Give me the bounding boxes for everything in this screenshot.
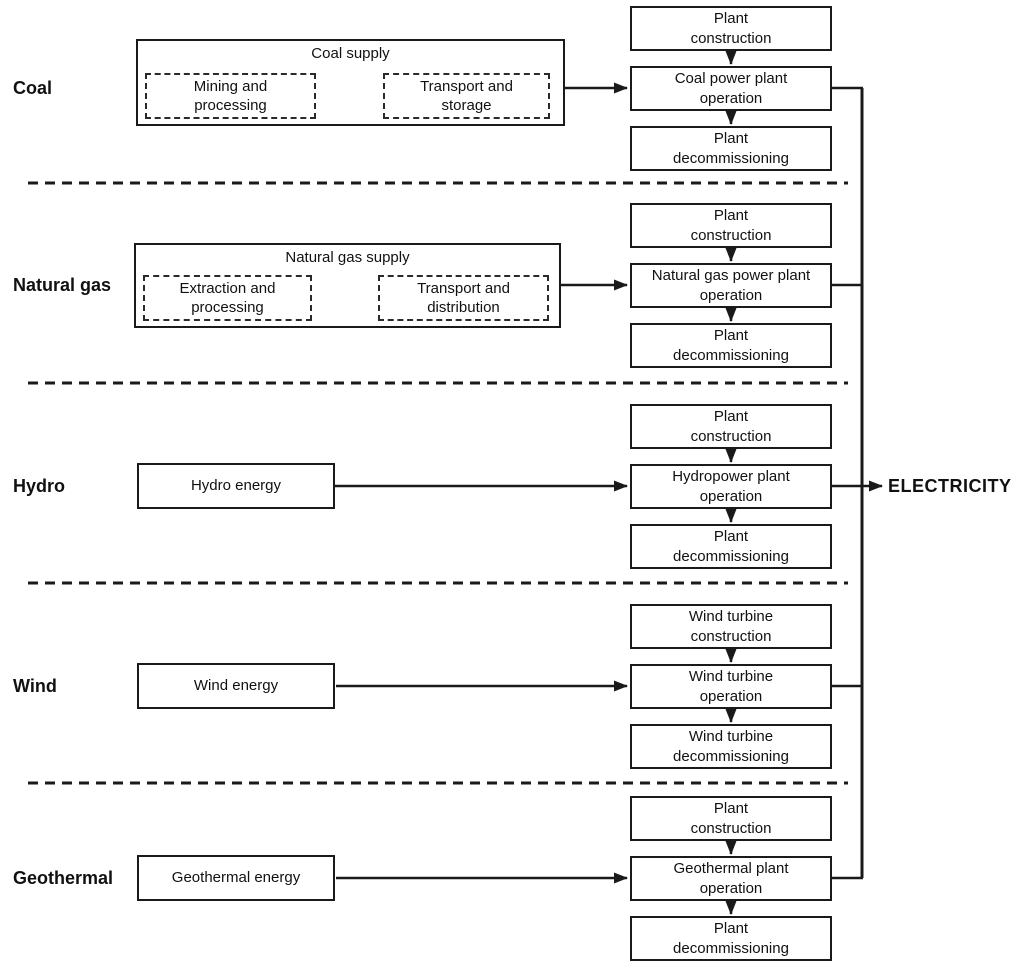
transport-storage-box: Transport and storage [383, 73, 550, 119]
geothermal-plant-construction-box: Plant construction [630, 796, 832, 841]
wind-energy-box: Wind energy [137, 663, 335, 709]
wind-turbine-decommissioning-box: Wind turbine decommissioning [630, 724, 832, 769]
hydro-plant-construction-box: Plant construction [630, 404, 832, 449]
coal-plant-construction-box: Plant construction [630, 6, 832, 51]
hydro-plant-operation-box: Hydropower plant operation [630, 464, 832, 509]
row-separator-lines [28, 181, 848, 785]
coal-plant-operation-box: Coal power plant operation [630, 66, 832, 111]
hydro-energy-box: Hydro energy [137, 463, 335, 509]
natural-gas-supply-group: Natural gas supply Extraction and proces… [134, 243, 561, 328]
extraction-processing-box: Extraction and processing [143, 275, 312, 321]
geothermal-plant-decommissioning-box: Plant decommissioning [630, 916, 832, 961]
hydro-plant-decommissioning-box: Plant decommissioning [630, 524, 832, 569]
row-label-hydro: Hydro [13, 476, 66, 496]
wind-turbine-operation-box: Wind turbine operation [630, 664, 832, 709]
geothermal-energy-box: Geothermal energy [137, 855, 335, 901]
transport-distribution-box: Transport and distribution [378, 275, 549, 321]
row-label-geothermal: Geothermal [13, 868, 114, 888]
connector-lines [28, 51, 883, 915]
gas-plant-decommissioning-box: Plant decommissioning [630, 323, 832, 368]
gas-plant-operation-box: Natural gas power plant operation [630, 263, 832, 308]
natural-gas-supply-title: Natural gas supply [285, 249, 410, 266]
coal-plant-decommissioning-box: Plant decommissioning [630, 126, 832, 171]
coal-supply-group: Coal supply Mining and processing Transp… [136, 39, 565, 126]
row-label-wind: Wind [13, 676, 57, 696]
row-label-coal: Coal [13, 78, 53, 98]
gas-plant-construction-box: Plant construction [630, 203, 832, 248]
coal-supply-title: Coal supply [311, 45, 390, 62]
electricity-label: ELECTRICITY [888, 476, 1012, 496]
geothermal-plant-operation-box: Geothermal plant operation [630, 856, 832, 901]
wind-turbine-construction-box: Wind turbine construction [630, 604, 832, 649]
row-label-natural-gas: Natural gas [13, 275, 112, 295]
mining-processing-box: Mining and processing [145, 73, 316, 119]
